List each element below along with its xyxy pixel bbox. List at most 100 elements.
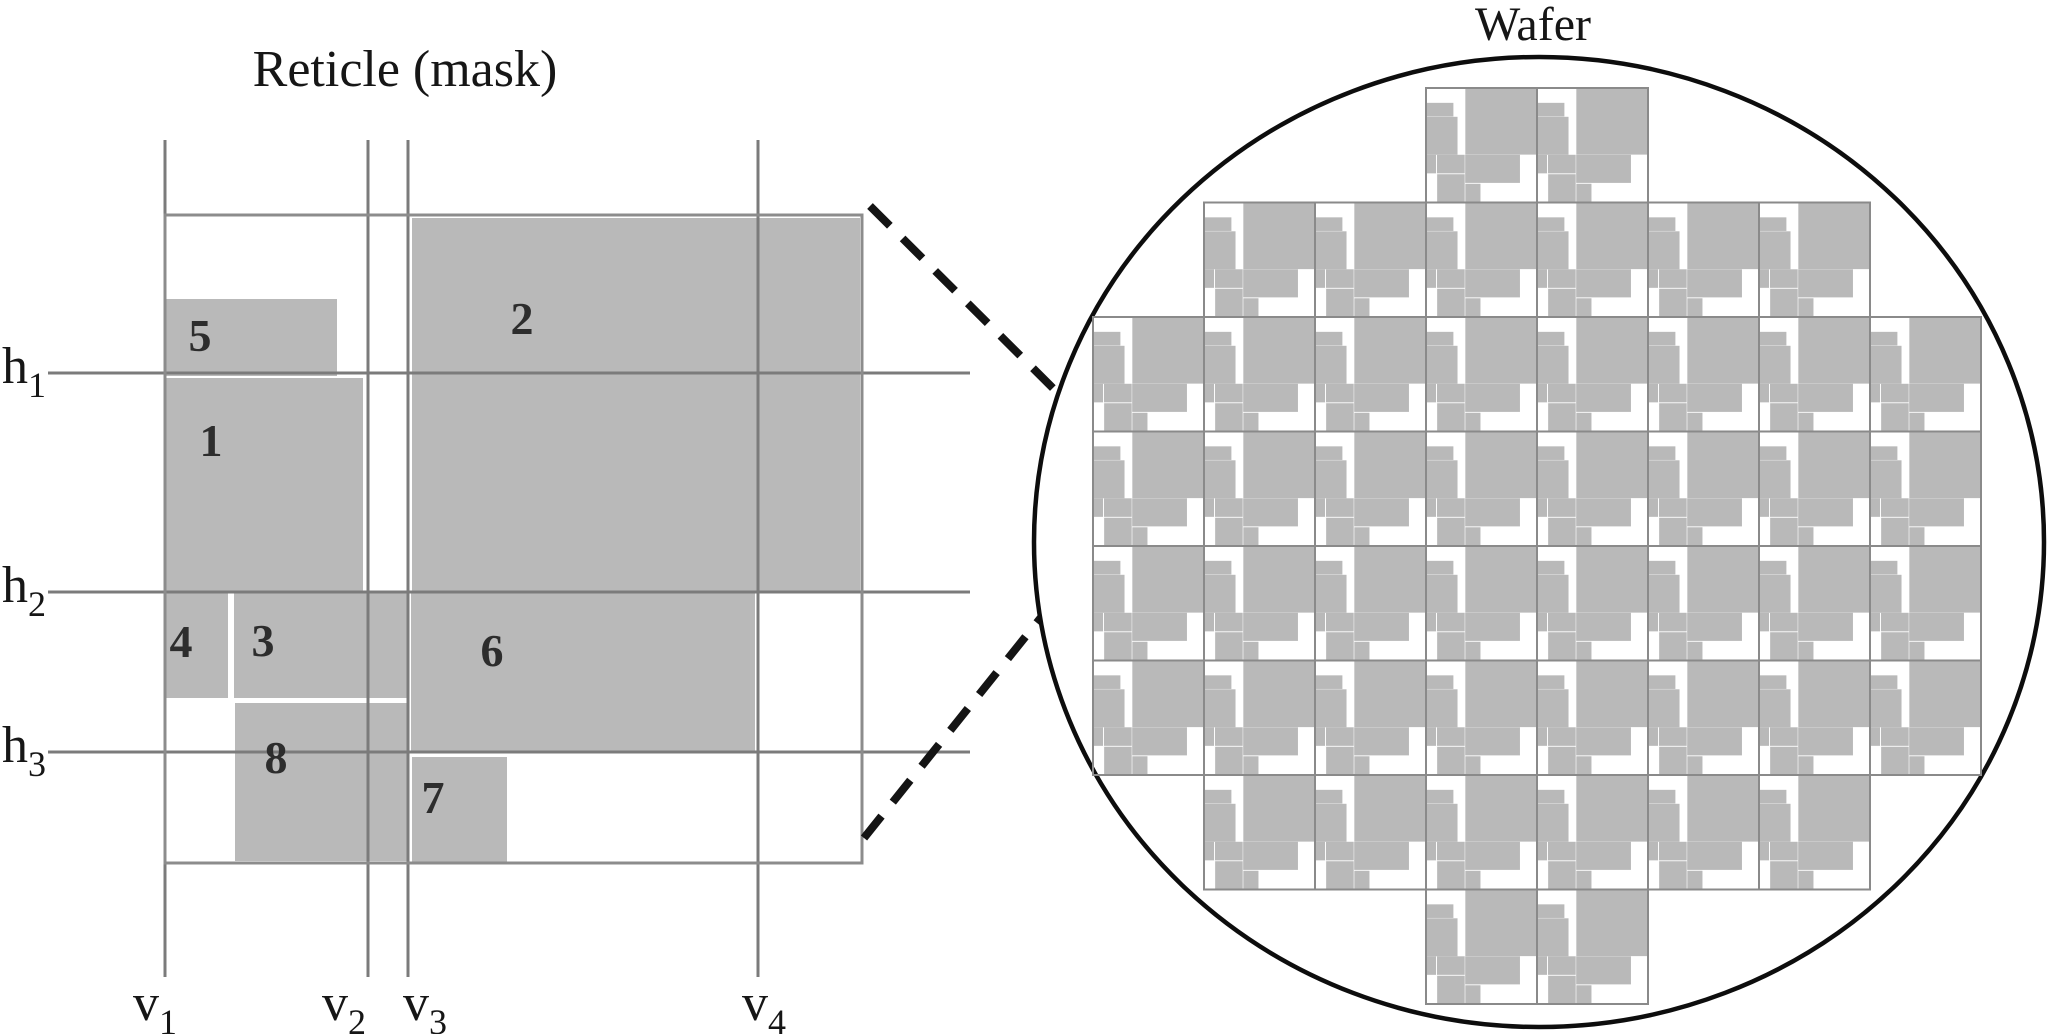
wafer-cell-region-7	[1243, 756, 1259, 775]
wafer-cell-region-7	[1798, 298, 1814, 317]
wafer-cell-region-8	[1215, 746, 1243, 775]
wafer-cell-region-3	[1103, 498, 1132, 517]
wafer-cell-region-4	[1759, 498, 1770, 517]
wafer-cell-region-7	[1465, 298, 1481, 317]
wafer-cell	[1314, 316, 1427, 433]
wafer-cell	[1536, 659, 1649, 776]
wafer-cell	[1203, 430, 1316, 547]
wafer-cell-region-5	[1093, 560, 1121, 575]
wafer-cell-region-1	[1870, 345, 1902, 384]
wafer-cell-region-2	[1243, 432, 1315, 499]
wafer-cell-region-3	[1547, 498, 1576, 517]
wafer-cell-region-3	[1547, 383, 1576, 403]
wafer-cell-region-5	[1648, 217, 1676, 231]
wafer-cell-region-1	[1537, 231, 1569, 270]
wafer-cell-region-3	[1547, 841, 1576, 861]
wafer-cell-region-4	[1204, 727, 1215, 746]
wafer-cell	[1536, 888, 1649, 1005]
wafer-cell	[1425, 201, 1538, 318]
wafer-cell-region-1	[1204, 689, 1236, 728]
wafer-diagram: Wafer	[1031, 0, 2047, 1030]
wafer-cell-region-1	[1648, 460, 1680, 499]
wafer-cell-region-2	[1798, 432, 1870, 499]
wafer-cell-region-4	[1537, 498, 1548, 517]
wafer-cell-region-8	[1881, 403, 1909, 432]
wafer-cell-region-6	[1798, 727, 1853, 756]
wafer-cell	[1425, 888, 1538, 1005]
label-h2-subscript: 2	[28, 584, 46, 624]
wafer-cell-region-8	[1659, 861, 1687, 890]
wafer-cell-region-4	[1315, 612, 1326, 632]
projection-dashed-lines	[860, 203, 1099, 841]
wafer-cell-region-5	[1537, 102, 1565, 117]
wafer-cell-region-4	[1426, 383, 1437, 403]
wafer-cell-region-1	[1759, 460, 1791, 499]
wafer-cell-region-6	[1576, 727, 1631, 756]
projection-dash-line-2	[860, 547, 1099, 841]
reticle-region-8	[235, 703, 408, 861]
wafer-cell-region-8	[1104, 746, 1132, 775]
wafer-cell-region-5	[1759, 331, 1787, 346]
wafer-cell-region-3	[1658, 727, 1687, 746]
wafer-cell-region-6	[1354, 269, 1409, 298]
wafer-cell	[1425, 659, 1538, 776]
wafer-cell-region-3	[1547, 612, 1576, 632]
wafer-cell-region-5	[1204, 217, 1232, 231]
wafer-cell-region-5	[1759, 675, 1787, 689]
reticle-region-2	[412, 218, 860, 592]
wafer-cell-region-3	[1436, 383, 1465, 403]
wafer-cell-region-2	[1465, 317, 1537, 384]
wafer-cell-region-3	[1325, 383, 1354, 403]
wafer-cell-region-1	[1426, 689, 1458, 728]
wafer-cell-region-4	[1537, 841, 1548, 861]
wafer-cell-region-8	[1770, 746, 1798, 775]
wafer-cell-region-7	[1465, 756, 1481, 775]
region-number-3: 3	[252, 615, 275, 666]
label-h3-subscript: 3	[28, 744, 46, 784]
wafer-cell	[1092, 316, 1205, 433]
wafer-cell-region-3	[1436, 269, 1465, 288]
wafer-cell-region-1	[1426, 345, 1458, 384]
wafer-cell-region-3	[1547, 727, 1576, 746]
wafer-cell-region-7	[1354, 756, 1370, 775]
wafer-cell-region-2	[1798, 203, 1870, 270]
wafer-cell-region-7	[1576, 183, 1592, 203]
wafer-cell-region-5	[1537, 446, 1565, 460]
wafer-cell-region-4	[1537, 269, 1548, 288]
wafer-cell-region-7	[1243, 298, 1259, 317]
reticle-region-7	[412, 757, 507, 862]
wafer-cell-region-4	[1648, 841, 1659, 861]
wafer-cell-region-6	[1465, 727, 1520, 756]
wafer-cell-region-6	[1909, 612, 1964, 641]
wafer-cell-region-2	[1687, 203, 1759, 270]
wafer-cell-grid	[1092, 87, 1982, 1005]
wafer-cell-region-8	[1548, 403, 1576, 432]
wafer-cell-region-3	[1769, 612, 1798, 632]
wafer-cell-region-7	[1132, 756, 1148, 775]
wafer-cell-region-7	[1576, 527, 1592, 546]
wafer-cell-region-2	[1576, 432, 1648, 499]
wafer-cell-region-1	[1093, 460, 1125, 499]
wafer-cell-region-6	[1687, 498, 1742, 527]
wafer-cell-region-1	[1204, 460, 1236, 499]
wafer-cell-region-7	[1687, 756, 1703, 775]
wafer-cell-region-5	[1870, 446, 1898, 460]
wafer-cell-region-6	[1243, 612, 1298, 641]
wafer-cell-region-2	[1687, 775, 1759, 842]
wafer-cell-region-2	[1243, 775, 1315, 842]
reticle-region-3	[234, 593, 408, 698]
wafer-cell-region-5	[1204, 446, 1232, 460]
wafer-cell-region-6	[1465, 154, 1520, 183]
wafer-cell-region-3	[1214, 269, 1243, 288]
wafer-cell-region-4	[1759, 383, 1770, 403]
wafer-cell-region-7	[1243, 412, 1259, 432]
wafer-cell-region-1	[1204, 231, 1236, 270]
wafer-cell-region-2	[1354, 546, 1426, 613]
wafer-cell-region-7	[1132, 641, 1148, 661]
wafer-cell-region-8	[1104, 403, 1132, 432]
wafer-cell-region-4	[1870, 498, 1881, 517]
wafer-cell-region-5	[1204, 789, 1232, 804]
wafer-cell-region-8	[1326, 517, 1354, 546]
wafer-cell-region-4	[1759, 841, 1770, 861]
